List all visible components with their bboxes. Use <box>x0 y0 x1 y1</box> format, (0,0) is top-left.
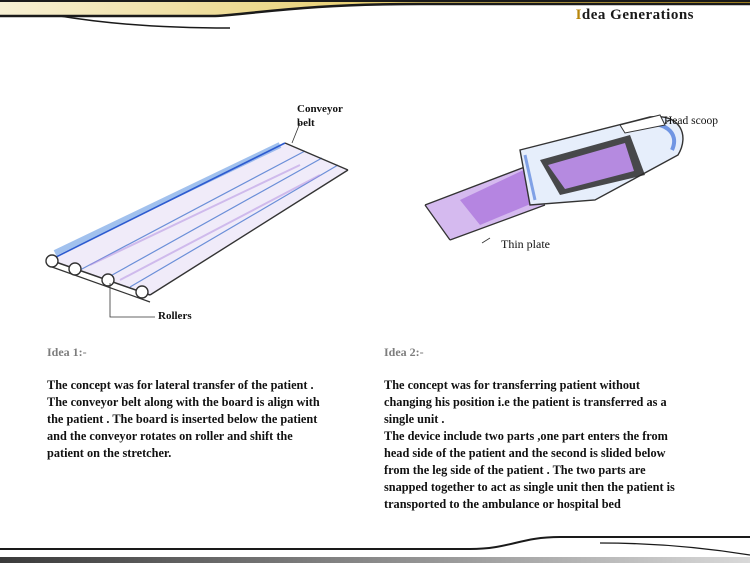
footer-bar <box>0 536 750 563</box>
idea2-line: head side of the patient and the second … <box>384 446 666 460</box>
belt-label: belt <box>297 117 315 129</box>
conveyor-belt-sketch <box>45 122 349 318</box>
head-scoop-sketch <box>424 114 684 244</box>
idea2-line: snapped together to act as single unit t… <box>384 480 675 494</box>
idea2-line: from the leg side of the patient . The t… <box>384 463 646 477</box>
idea2-line: single unit . <box>384 412 445 426</box>
idea1-line: The concept was for lateral transfer of … <box>47 378 314 392</box>
idea2-line: The concept was for transferring patient… <box>384 378 640 392</box>
idea2-line: transported to the ambulance or hospital… <box>384 497 621 511</box>
idea2-description: The concept was for transferring patient… <box>384 377 736 513</box>
conveyor-label: Conveyor <box>297 103 343 115</box>
idea2-line: changing his position i.e the patient is… <box>384 395 667 409</box>
idea2-heading: Idea 2:- <box>384 345 424 359</box>
idea1-line: The conveyor belt along with the board i… <box>47 395 320 409</box>
thin-plate-label: Thin plate <box>501 237 550 251</box>
idea1-line: and the conveyor rotates on roller and s… <box>47 429 293 443</box>
head-scoop-label: Head scoop <box>664 115 718 127</box>
header-bar <box>0 0 750 29</box>
idea1-heading: Idea 1:- <box>47 345 87 359</box>
rollers-label: Rollers <box>158 310 192 322</box>
page-title: Idea Generations <box>576 7 694 24</box>
idea1-line: the patient . The board is inserted belo… <box>47 412 318 426</box>
idea1-line: patient on the stretcher. <box>47 446 172 460</box>
page-title-rest: dea Generations <box>581 7 694 23</box>
idea1-description: The concept was for lateral transfer of … <box>47 377 367 462</box>
idea2-line: The device include two parts ,one part e… <box>384 429 668 443</box>
page-title-initial: I <box>575 7 582 23</box>
